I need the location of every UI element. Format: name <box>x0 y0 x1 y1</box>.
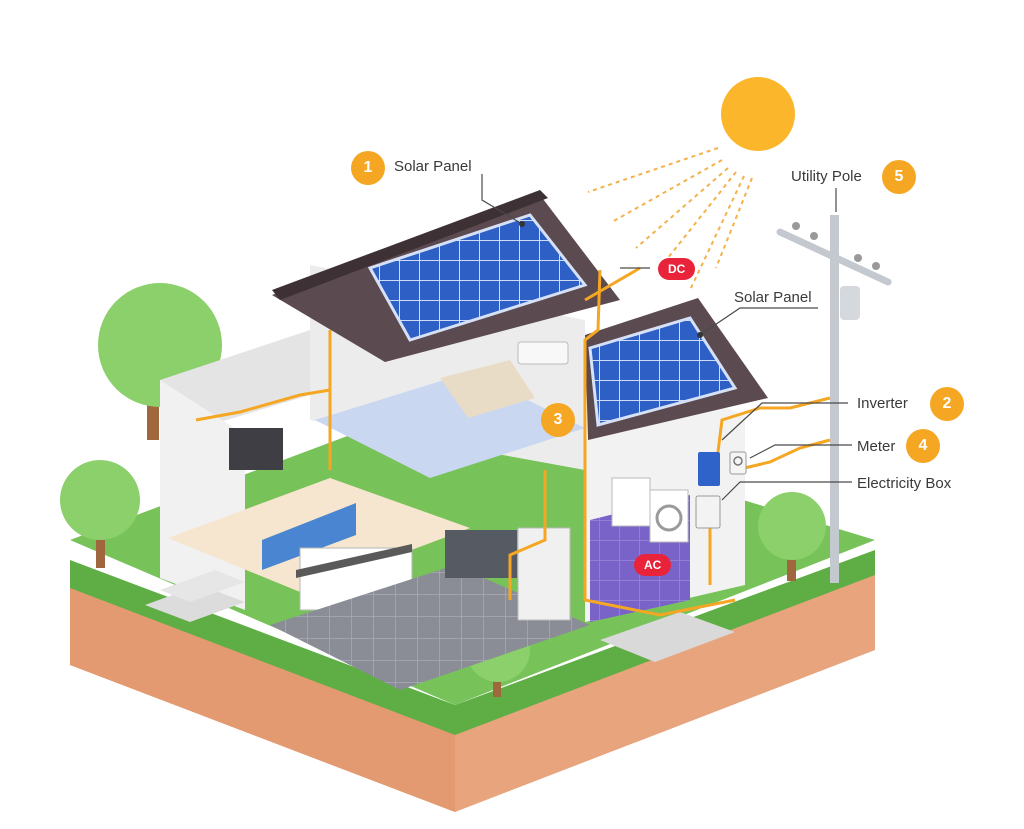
label-inverter: Inverter <box>857 395 908 412</box>
label-electricity-box: Electricity Box <box>857 475 952 492</box>
sun <box>721 77 795 151</box>
sun-rays <box>587 147 753 291</box>
badge-4: 4 <box>906 429 940 463</box>
badge-3: 3 <box>541 403 575 437</box>
inverter-device <box>698 452 720 486</box>
house-left-wing <box>160 330 470 611</box>
label-utility-pole: Utility Pole <box>791 168 862 185</box>
badge-1: 1 <box>351 151 385 185</box>
meter-device <box>729 451 747 475</box>
solar-panel-roof-main <box>367 213 588 342</box>
front-steps <box>145 570 245 622</box>
dc-tag: DC <box>658 258 696 280</box>
badge-2: 2 <box>930 387 964 421</box>
utility-pole <box>776 215 892 583</box>
tree-small-left <box>60 460 140 568</box>
electricity-box-device <box>695 495 721 529</box>
label-meter: Meter <box>857 438 896 455</box>
wiring <box>195 266 831 617</box>
solar-panel-roof-right <box>588 316 738 427</box>
leader-lines <box>481 174 852 501</box>
label-solar-panel-right: Solar Panel <box>734 289 812 306</box>
ac-tag: AC <box>634 554 672 576</box>
badge-5: 5 <box>882 160 916 194</box>
tree-right <box>758 492 826 581</box>
label-solar-panel-main: Solar Panel <box>394 158 472 175</box>
